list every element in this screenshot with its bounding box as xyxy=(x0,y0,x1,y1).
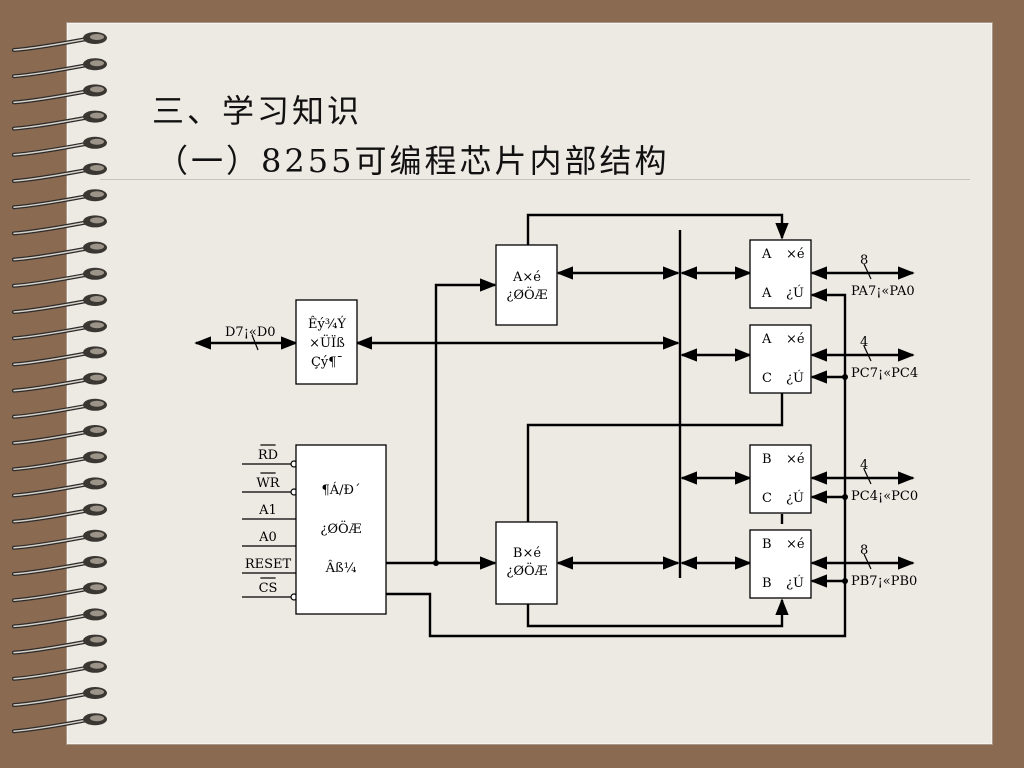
binding-hole-rim xyxy=(90,715,104,722)
port-block-2 xyxy=(749,444,812,514)
binding-hole-rim xyxy=(90,505,104,512)
status-feedback-line xyxy=(386,288,847,638)
slide-title: 三、学习知识 xyxy=(152,92,363,130)
data-bus-buffer-block xyxy=(295,299,358,385)
binding-hole-rim xyxy=(90,400,104,407)
binding-hole-rim xyxy=(90,689,104,695)
binding-hole-rim xyxy=(90,531,104,538)
junction-dot xyxy=(842,494,848,500)
junction-dot xyxy=(433,560,439,566)
port-side-label: B xyxy=(762,576,772,591)
control-signal-label: A1 xyxy=(258,503,277,518)
port-pin-label: PC7¡«PC4 xyxy=(851,366,918,381)
port-top-label: ×é xyxy=(786,247,805,262)
binding-hole-rim xyxy=(90,479,104,486)
group-a-control-block xyxy=(495,244,558,326)
control-signal-label: WR xyxy=(256,476,280,491)
port-block-0 xyxy=(749,239,812,309)
binding-hole-rim xyxy=(90,191,104,198)
binding-hole-rim xyxy=(90,322,104,329)
port-pin-label: PC4¡«PC0 xyxy=(851,489,918,504)
binding-hole-rim xyxy=(90,427,104,433)
rw-label-1: ¶Á/Ð´ xyxy=(321,482,360,498)
control-signal-label: RD xyxy=(258,448,278,463)
group-a-port-c-control xyxy=(526,393,784,522)
group-b-control-block xyxy=(495,521,558,605)
rw-to-group-a xyxy=(434,278,497,563)
port-top-label: ×é xyxy=(786,452,805,467)
port-width-label: 8 xyxy=(860,543,868,558)
binding-hole-rim xyxy=(90,636,104,643)
port-width-slash xyxy=(863,468,872,485)
port-side-label: C xyxy=(762,371,772,386)
port-pin-label: PB7¡«PB0 xyxy=(851,574,917,589)
binding-hole-rim xyxy=(90,112,104,119)
data-bus-label: D7¡«D0 xyxy=(225,325,276,340)
port-group-label: A xyxy=(761,247,772,262)
bus-buffer-label-1: Êý¾Ý xyxy=(308,316,346,332)
slide-paper xyxy=(66,22,993,745)
binding-hole-rim xyxy=(90,243,104,250)
junction-dot xyxy=(842,374,848,380)
port-width-slash xyxy=(863,263,872,280)
title-divider xyxy=(100,179,970,180)
data-bus-slash xyxy=(251,334,259,351)
binding-hole-rim xyxy=(90,217,104,224)
port-group-label: A xyxy=(761,332,772,347)
spiral-binding-icon xyxy=(12,32,107,734)
control-signal-label: RESET xyxy=(245,557,292,572)
rw-control-block xyxy=(295,444,387,615)
group-a-port-a-control xyxy=(526,213,789,245)
binding-hole-rim xyxy=(90,34,104,40)
bus-buffer-label-2: ×ÜÏß xyxy=(309,334,345,351)
port-width-slash xyxy=(863,553,872,570)
port-bottom-label: ¿Ú xyxy=(786,284,804,301)
junction-dot xyxy=(842,578,848,584)
control-signal-label: A0 xyxy=(258,530,277,545)
binding-hole-rim xyxy=(90,662,104,669)
slide-subtitle: （一）8255可编程芯片内部结构 xyxy=(156,142,670,180)
port-bottom-label: ¿Ú xyxy=(786,574,804,591)
binding-hole-rim xyxy=(90,138,104,145)
port-top-label: ×é xyxy=(786,537,805,552)
binding-hole-rim xyxy=(90,269,104,276)
port-block-1 xyxy=(749,324,812,394)
group-a-label-2: ¿ØÖÆ xyxy=(506,286,547,303)
port-side-label: C xyxy=(762,491,772,506)
port-top-label: ×é xyxy=(786,332,805,347)
port-side-label: A xyxy=(761,286,772,301)
port-group-label: B xyxy=(762,537,772,552)
port-group-label: B xyxy=(762,452,772,467)
port-width-label: 8 xyxy=(860,253,868,268)
port-width-slash xyxy=(863,345,872,362)
port-bottom-label: ¿Ú xyxy=(786,369,804,386)
port-bottom-label: ¿Ú xyxy=(786,489,804,506)
binding-hole-rim xyxy=(90,453,104,460)
group-b-label-2: ¿ØÖÆ xyxy=(506,562,547,579)
port-block-3 xyxy=(749,529,812,599)
group-b-label-1: B×é xyxy=(513,546,541,561)
port-pin-label: PA7¡«PA0 xyxy=(851,284,915,299)
rw-label-2: ¿ØÖÆ xyxy=(320,520,361,537)
port-width-label: 4 xyxy=(860,458,868,473)
bus-buffer-label-3: Çý¶¯ xyxy=(311,355,343,370)
binding-hole-rim xyxy=(90,558,104,564)
group-a-label-1: A×é xyxy=(512,270,541,285)
binding-hole-rim xyxy=(90,348,104,355)
rw-label-3: Âß¼­ xyxy=(325,560,357,576)
port-width-label: 4 xyxy=(860,335,868,350)
binding-hole-rim xyxy=(90,60,104,67)
binding-hole-rim xyxy=(90,374,104,381)
binding-hole-rim xyxy=(90,584,104,591)
group-b-port-b-control xyxy=(526,598,789,628)
binding-hole-rim xyxy=(90,86,104,93)
binding-hole-rim xyxy=(90,165,104,171)
binding-hole-rim xyxy=(90,296,104,302)
control-signal-label: CS xyxy=(259,581,278,596)
binding-hole-rim xyxy=(90,610,104,617)
